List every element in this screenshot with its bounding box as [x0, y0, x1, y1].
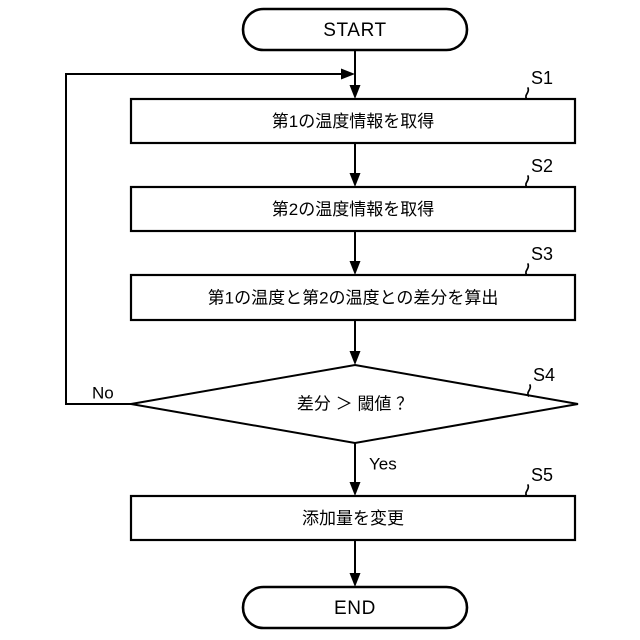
node-s4-label: 差分 ＞ 閾値 ？ [297, 395, 413, 414]
node-s3-label: 第1の温度と第2の温度との差分を算出 [208, 289, 499, 308]
connector-s4-yes-to-s5 [349, 443, 361, 496]
connector-s1-to-s2 [349, 143, 361, 187]
node-s2-label: 第2の温度情報を取得 [272, 200, 434, 219]
node-s4: 差分 ＞ 閾値 ？ S4 No Yes [92, 363, 579, 474]
connector-s4-no-feedback-loop [65, 68, 355, 405]
node-s3: 第1の温度と第2の温度との差分を算出 S3 [129, 244, 577, 322]
node-s1: 第1の温度情報を取得 S1 [129, 68, 577, 145]
node-s5: 添加量を変更 S5 [129, 465, 577, 542]
node-end-label: END [334, 598, 376, 619]
node-end: END [241, 585, 469, 630]
branch-label-no: No [92, 384, 114, 403]
connector-s5-to-end [349, 540, 361, 587]
node-s2: 第2の温度情報を取得 S2 [129, 156, 577, 233]
step-label-s1: S1 [531, 68, 553, 88]
step-label-s3: S3 [531, 244, 553, 264]
connector-s3-to-s4 [349, 320, 361, 365]
step-label-s5: S5 [531, 465, 553, 485]
step-label-s4: S4 [533, 365, 555, 385]
node-start-label: START [323, 20, 387, 41]
connector-start-to-s1 [349, 50, 361, 99]
branch-label-yes: Yes [369, 455, 397, 474]
connector-s2-to-s3 [349, 231, 361, 275]
step-label-s2: S2 [531, 156, 553, 176]
node-s1-label: 第1の温度情報を取得 [272, 112, 434, 131]
node-start: START [241, 7, 469, 52]
node-s5-label: 添加量を変更 [302, 509, 404, 528]
